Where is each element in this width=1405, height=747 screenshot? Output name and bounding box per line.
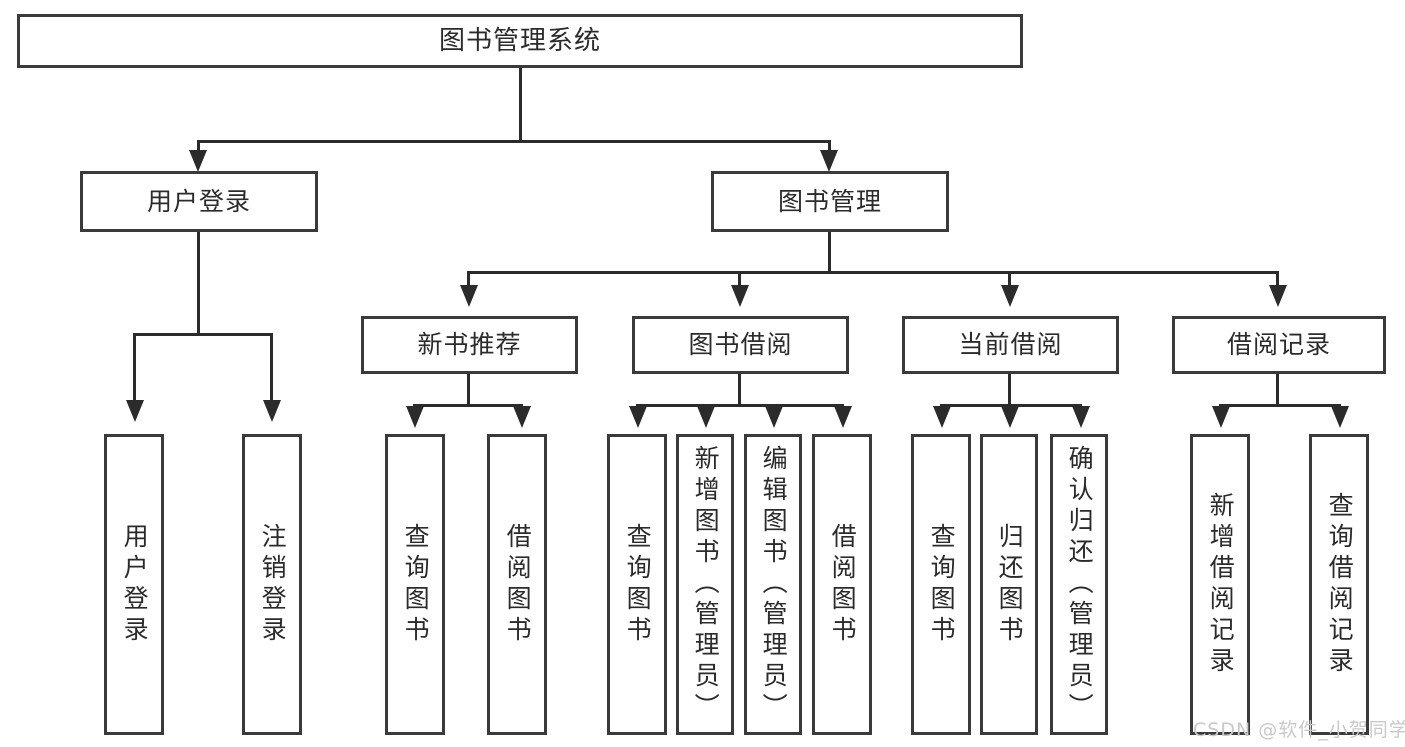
edge-root-stem xyxy=(519,68,522,140)
arrowhead-book-borrow-leaf-1 xyxy=(629,406,647,428)
csdn-watermark: CSDN @软件_小贺同学 xyxy=(1193,719,1405,741)
arrowhead-book-borrow-leaf-2 xyxy=(697,406,715,428)
edge-book-manage-stem xyxy=(828,232,831,274)
arrowhead-borrow-record-leaf-2 xyxy=(1331,406,1349,428)
node-leaf-query-borrow-record[interactable]: 查询借阅记录 xyxy=(1309,434,1369,735)
arrowhead-new-book-leaf-2 xyxy=(513,406,531,428)
node-root-book-management-system[interactable]: 图书管理系统 xyxy=(17,14,1023,68)
edge-book-manage-to-borrow-record xyxy=(1276,271,1279,293)
node-leaf-add-book-admin[interactable]: 新增图书（管理员） xyxy=(676,434,734,735)
arrowhead-current-borrow-leaf-1 xyxy=(933,406,951,428)
node-leaf-logout[interactable]: 注销登录 xyxy=(242,434,302,735)
node-leaf-add-borrow-record[interactable]: 新增借阅记录 xyxy=(1190,434,1250,735)
edge-book-borrow-stem xyxy=(738,374,741,406)
node-label: 新书推荐 xyxy=(417,330,522,360)
edge-book-manage-bus xyxy=(467,271,1278,274)
node-label: 查询借阅记录 xyxy=(1325,491,1355,678)
arrowhead-current-borrow xyxy=(1001,285,1019,307)
edge-new-book-bus xyxy=(413,404,523,407)
node-leaf-confirm-return-admin[interactable]: 确认归还（管理员） xyxy=(1050,434,1108,735)
arrowhead-borrow-record-leaf-1 xyxy=(1212,406,1230,428)
node-label: 新增图书（管理员） xyxy=(691,445,721,724)
edge-book-manage-to-current-borrow xyxy=(1008,271,1011,293)
node-label: 图书管理 xyxy=(777,186,882,216)
node-label: 图书管理系统 xyxy=(438,25,601,56)
node-book-management[interactable]: 图书管理 xyxy=(711,171,949,232)
arrowhead-to-book-manage xyxy=(820,150,838,172)
node-leaf-query-book-recommend[interactable]: 查询图书 xyxy=(385,434,445,735)
node-current-borrow[interactable]: 当前借阅 xyxy=(902,316,1119,374)
edge-book-manage-to-book-borrow xyxy=(738,271,741,293)
node-new-book-recommend[interactable]: 新书推荐 xyxy=(361,316,578,374)
node-label: 借阅图书 xyxy=(828,522,858,647)
arrowhead-current-borrow-leaf-2 xyxy=(1001,406,1019,428)
edge-current-borrow-bus xyxy=(940,404,1082,407)
node-label: 查询图书 xyxy=(623,522,653,647)
edge-new-book-stem xyxy=(467,374,470,406)
node-book-borrow[interactable]: 图书借阅 xyxy=(632,316,849,374)
node-leaf-query-book-current[interactable]: 查询图书 xyxy=(911,434,971,735)
node-leaf-borrow-book[interactable]: 借阅图书 xyxy=(812,434,872,735)
edge-book-borrow-bus xyxy=(636,404,844,407)
arrowhead-user-login-leaf-1 xyxy=(126,400,144,422)
node-label: 新增借阅记录 xyxy=(1206,491,1236,678)
node-label: 用户登录 xyxy=(146,186,251,216)
node-label: 查询图书 xyxy=(401,522,431,647)
arrowhead-new-book-leaf-1 xyxy=(406,406,424,428)
edge-user-login-to-leaf-2 xyxy=(270,333,273,411)
edge-borrow-record-bus xyxy=(1219,404,1340,407)
arrowhead-book-borrow xyxy=(731,285,749,307)
arrowhead-to-user-login xyxy=(189,150,207,172)
node-leaf-borrow-book-recommend[interactable]: 借阅图书 xyxy=(487,434,547,735)
arrowhead-book-borrow-leaf-3 xyxy=(765,406,783,428)
node-label: 借阅图书 xyxy=(503,522,533,647)
edge-user-login-stem xyxy=(197,232,200,335)
node-label: 注销登录 xyxy=(258,522,288,647)
arrowhead-current-borrow-leaf-3 xyxy=(1072,406,1090,428)
node-leaf-edit-book-admin[interactable]: 编辑图书（管理员） xyxy=(744,434,802,735)
node-leaf-query-book-borrow[interactable]: 查询图书 xyxy=(607,434,667,735)
node-label: 借阅记录 xyxy=(1226,330,1331,360)
arrowhead-new-book-recommend xyxy=(460,285,478,307)
edge-book-manage-to-new-book xyxy=(467,271,470,293)
edge-borrow-record-stem xyxy=(1276,374,1279,406)
node-label: 查询图书 xyxy=(927,522,957,647)
edge-current-borrow-stem xyxy=(1008,374,1011,406)
arrowhead-borrow-record xyxy=(1269,285,1287,307)
node-label: 当前借阅 xyxy=(958,330,1063,360)
node-label: 归还图书 xyxy=(995,522,1025,647)
node-label: 图书借阅 xyxy=(688,330,793,360)
node-borrow-record[interactable]: 借阅记录 xyxy=(1172,316,1386,374)
arrowhead-user-login-leaf-2 xyxy=(263,400,281,422)
edge-user-login-to-leaf-1 xyxy=(133,333,136,411)
edge-user-login-bus xyxy=(133,333,272,336)
arrowhead-book-borrow-leaf-4 xyxy=(834,406,852,428)
node-leaf-user-login[interactable]: 用户登录 xyxy=(104,434,164,735)
node-leaf-return-book[interactable]: 归还图书 xyxy=(980,434,1038,735)
edge-root-bus xyxy=(197,140,831,143)
node-label: 确认归还（管理员） xyxy=(1065,445,1095,724)
node-label: 编辑图书（管理员） xyxy=(759,445,789,724)
node-user-login[interactable]: 用户登录 xyxy=(80,171,318,232)
node-label: 用户登录 xyxy=(120,522,150,647)
